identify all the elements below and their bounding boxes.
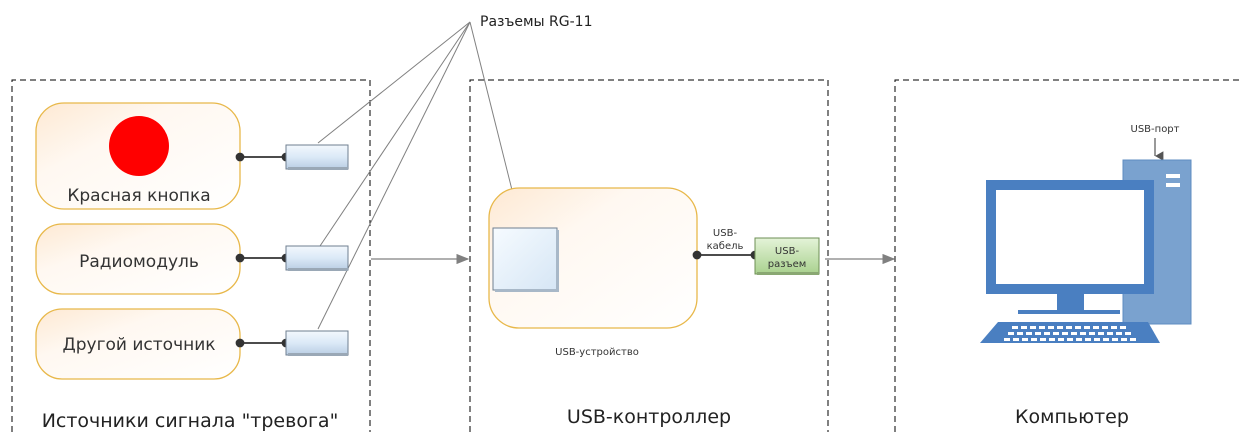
rg11-connector xyxy=(285,245,349,271)
usb-device-label: USB-устройство xyxy=(555,347,639,358)
sources-group-title: Источники сигнала "тревога" xyxy=(42,410,339,432)
usb-cable xyxy=(692,250,760,260)
computer-group-title: Компьютер xyxy=(1015,406,1129,428)
rg11-connector xyxy=(285,144,349,170)
source-label-red-button: Красная кнопка xyxy=(67,186,210,206)
computer-group-frame xyxy=(894,79,1243,432)
red-button-icon xyxy=(109,116,169,176)
source-red-button-box: Красная кнопка xyxy=(35,102,241,210)
usb-port-label: USB-порт xyxy=(1131,124,1180,135)
controller-group-frame xyxy=(469,79,829,432)
usb-connector-label-line1: USB- xyxy=(775,246,800,257)
usb-cable-label-line2: кабель xyxy=(707,241,744,252)
computer-icon xyxy=(980,159,1192,343)
usb-connector-label-line2: разъем xyxy=(768,259,807,270)
connectors-callout-label: Разъемы RG-11 xyxy=(480,14,592,30)
rg11-connector xyxy=(285,330,349,356)
source-other-box: Другой источник xyxy=(35,308,241,380)
usb-cable-label-line1: USB- xyxy=(713,228,738,239)
usb-device-box xyxy=(488,187,698,329)
source-radio-module-box: Радиомодуль xyxy=(35,223,241,295)
sources-group-frame xyxy=(11,79,371,432)
source-label-radio-module: Радиомодуль xyxy=(79,252,199,272)
rg11-input-connector xyxy=(492,227,558,291)
source-wires xyxy=(235,152,291,348)
usb-connector: USB- разъем xyxy=(754,237,820,275)
source-label-other: Другой источник xyxy=(62,335,215,355)
controller-group-title: USB-контроллер xyxy=(567,406,731,428)
